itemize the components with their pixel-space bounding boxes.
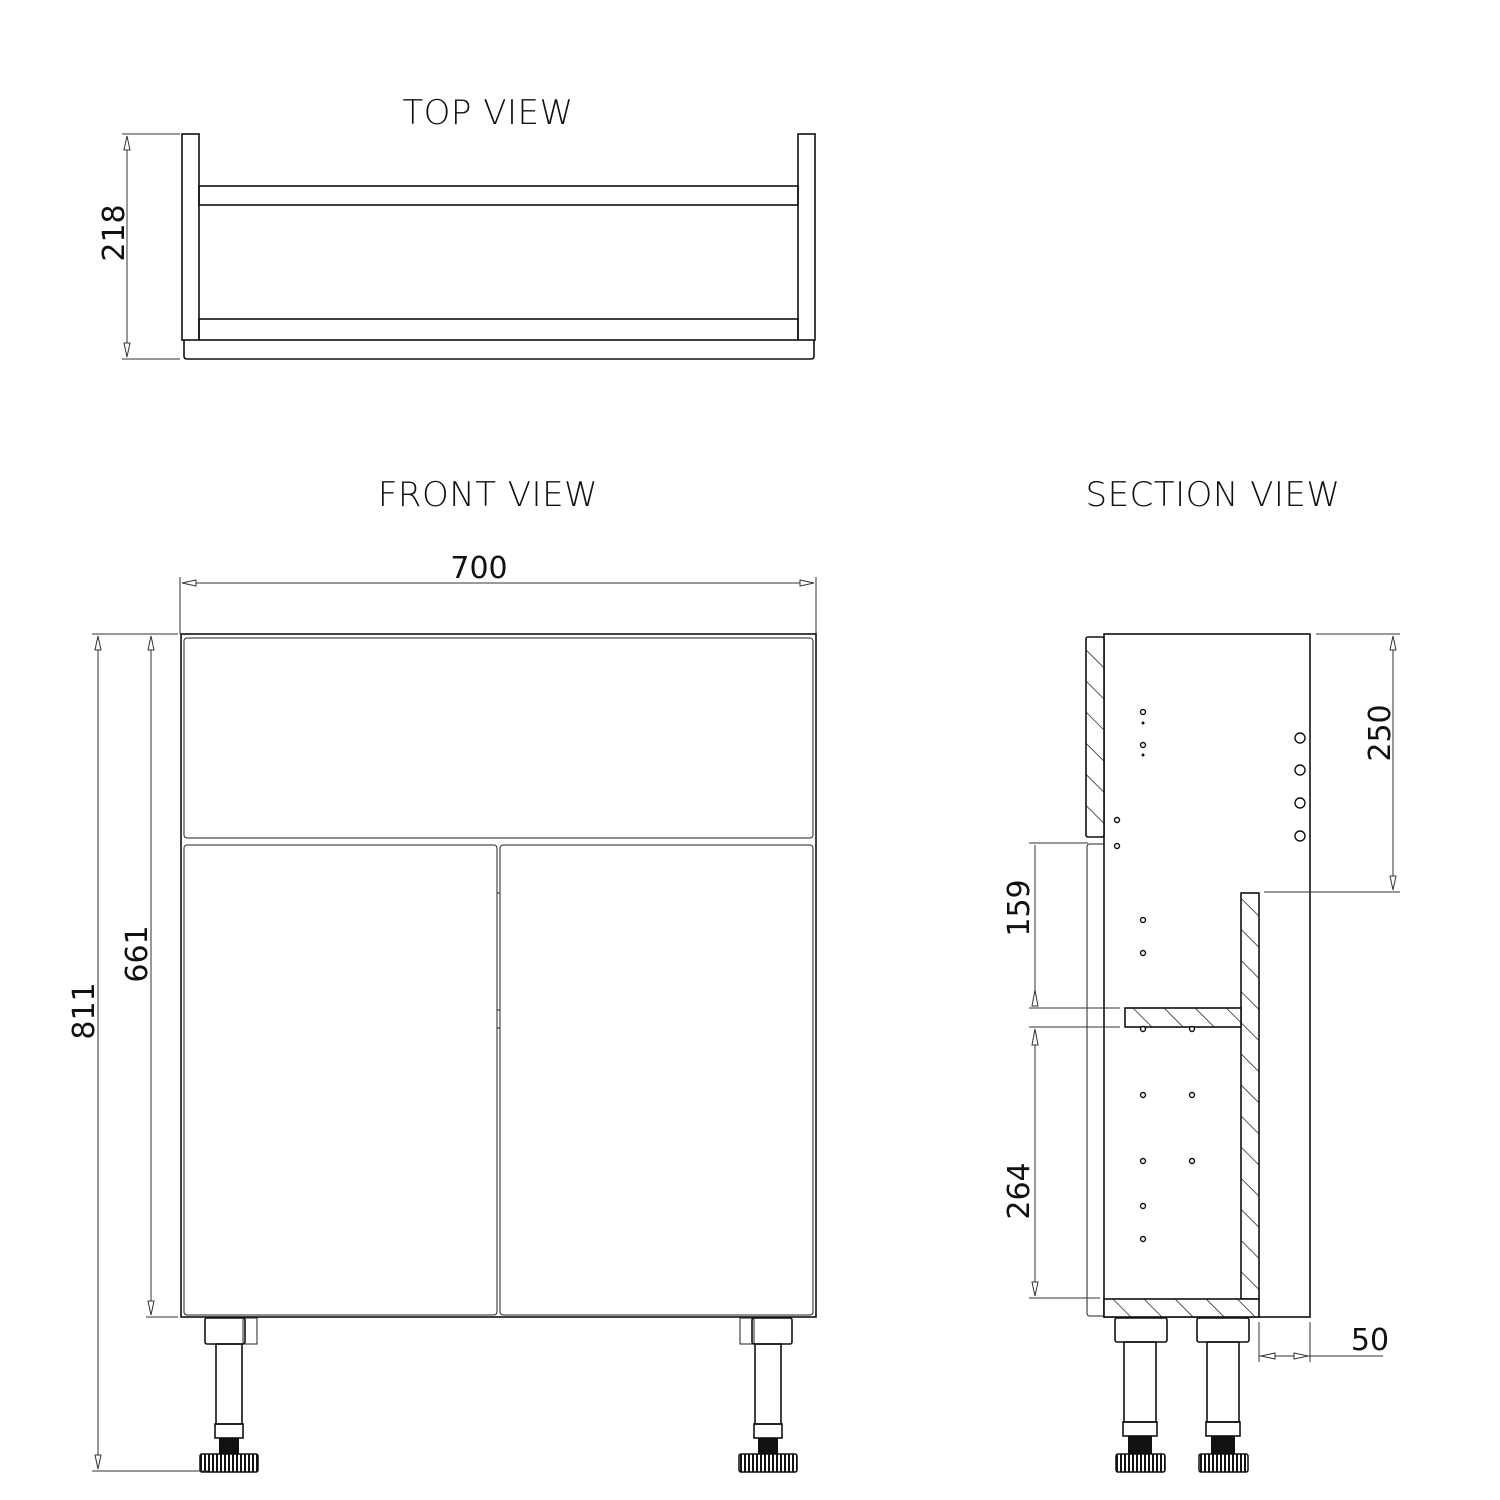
- section-top-gap-dim: 250: [1363, 704, 1398, 761]
- front-view-width-dim: 700: [450, 551, 507, 586]
- top-view-left-panel: [181, 133, 200, 341]
- section-drawer-front: [1085, 636, 1105, 838]
- section-lower-space-dim: 264: [1002, 1162, 1037, 1219]
- section-front-leg: [1114, 1317, 1168, 1473]
- section-view-title: SECTION VIEW: [1086, 475, 1341, 515]
- system-holes: [1113, 708, 1306, 1243]
- cabinet-carcass: [180, 633, 817, 1318]
- top-view-right-panel: [797, 133, 816, 341]
- section-view: SECTION VIEW: [1002, 475, 1400, 1473]
- front-view-title: FRONT VIEW: [378, 475, 598, 515]
- section-back-offset-dim: 50: [1351, 1323, 1389, 1358]
- drawer-front: [183, 637, 814, 839]
- top-view-depth-dim: 218: [97, 204, 132, 261]
- top-view-door-edge: [183, 340, 815, 360]
- left-door: [183, 844, 498, 1316]
- section-shelf: [1124, 1007, 1242, 1028]
- section-upper-shelf-dim: 159: [1002, 879, 1037, 936]
- front-view-carcass-height-dim: 661: [120, 925, 155, 982]
- section-back-panel: [1240, 892, 1260, 1300]
- section-side-panel: [1103, 633, 1311, 1318]
- front-left-leg: [199, 1317, 259, 1473]
- top-view-front-rail: [198, 318, 799, 341]
- right-door: [499, 844, 814, 1316]
- top-view-title: TOP VIEW: [402, 93, 573, 133]
- front-right-leg: [738, 1317, 798, 1473]
- top-view: TOP VIEW 218: [97, 93, 816, 360]
- front-view-overall-height-dim: 811: [67, 982, 102, 1039]
- section-bottom-panel: [1103, 1298, 1260, 1318]
- section-door: [1086, 843, 1104, 1317]
- front-view: FRONT VIEW 700: [67, 475, 817, 1473]
- top-view-back-rail: [198, 185, 799, 206]
- section-rear-leg: [1196, 1317, 1250, 1473]
